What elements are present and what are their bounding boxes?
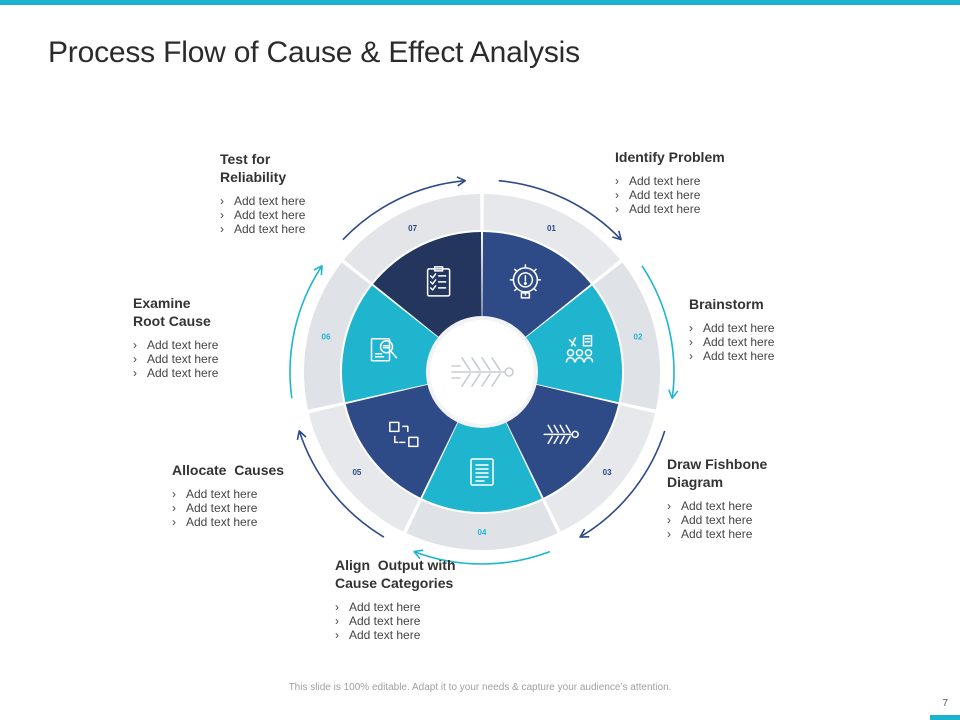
bullet: Add text here — [133, 352, 218, 366]
bullet: Add text here — [667, 499, 767, 513]
step-title: Brainstorm — [689, 296, 764, 312]
ring-segment — [344, 194, 481, 283]
cycle-arrow — [641, 265, 675, 399]
cycle-arrow — [579, 430, 666, 538]
ring-segment — [308, 405, 420, 532]
bullet: Add text here — [172, 501, 284, 515]
ring-segment — [406, 500, 558, 550]
slide-title: Process Flow of Cause & Effect Analysis — [48, 36, 580, 69]
process-wedge — [345, 384, 459, 498]
process-wedge — [422, 420, 542, 513]
cycle-arrow — [413, 550, 551, 565]
flow-boxes-icon — [389, 421, 419, 448]
step-allocate-causes: Allocate Causes Add text hereAdd text he… — [172, 461, 284, 529]
cycle-arrow — [298, 430, 385, 538]
bullet: Add text here — [615, 188, 725, 202]
arrow-head-icon — [313, 265, 323, 276]
bullet: Add text here — [667, 513, 767, 527]
bullet: Add text here — [335, 600, 456, 614]
cycle-arrow — [498, 179, 622, 241]
step-brainstorm: Brainstorm Add text hereAdd text hereAdd… — [689, 295, 774, 363]
bullet: Add text here — [667, 527, 767, 541]
bottom-accent-bar — [930, 715, 960, 720]
process-wedge — [342, 285, 440, 403]
arrow-head-icon — [296, 430, 307, 441]
step-number: 04 — [478, 528, 487, 537]
page-number: 7 — [942, 698, 948, 709]
team-idea-icon — [565, 334, 594, 363]
bullet: Add text here — [689, 335, 774, 349]
arrow-head-icon — [413, 549, 424, 560]
step-number: 03 — [603, 468, 612, 477]
bullet: Add text here — [220, 208, 305, 222]
bullet: Add text here — [615, 174, 725, 188]
step-number: 06 — [322, 332, 331, 341]
ring-segment — [304, 262, 371, 410]
bullet: Add text here — [335, 614, 456, 628]
bullet: Add text here — [220, 194, 305, 208]
step-number: 02 — [634, 332, 643, 341]
fishbone-icon — [543, 424, 579, 445]
cycle-arrow — [342, 179, 466, 241]
step-title: Identify Problem — [615, 149, 725, 165]
ring-segment — [544, 405, 656, 532]
gear-bulb-icon — [509, 264, 542, 299]
arrow-head-icon — [612, 230, 622, 241]
top-accent-bar — [0, 0, 960, 5]
bullet: Add text here — [615, 202, 725, 216]
magnify-document-icon — [370, 337, 398, 362]
cycle-arrow — [289, 265, 323, 399]
checklist-icon — [426, 266, 451, 297]
footer-note: This slide is 100% editable. Adapt it to… — [288, 682, 672, 693]
ring-segment — [483, 194, 620, 283]
document-icon — [470, 458, 494, 486]
arrow-head-icon — [456, 176, 467, 187]
arrow-head-icon — [579, 528, 590, 538]
fishbone-icon — [451, 357, 514, 387]
bullet: Add text here — [133, 366, 218, 380]
outer-ring — [304, 194, 661, 550]
step-title: Allocate Causes — [172, 462, 285, 478]
bullet: Add text here — [133, 338, 218, 352]
bullet: Add text here — [689, 349, 774, 363]
bullet: Add text here — [172, 515, 284, 529]
step-number: 01 — [547, 224, 556, 233]
arrow-head-icon — [668, 389, 679, 400]
bullet: Add text here — [220, 222, 305, 236]
bullet: Add text here — [335, 628, 456, 642]
step-identify-problem: Identify Problem Add text hereAdd text h… — [615, 148, 725, 216]
step-number: 05 — [352, 468, 361, 477]
cycle-arrows — [289, 176, 679, 565]
step-numbers: 01 02 03 04 05 06 07 — [322, 224, 643, 537]
ring-segment — [593, 262, 661, 410]
step-number: 07 — [408, 224, 417, 233]
bullet: Add text here — [689, 321, 774, 335]
bullet: Add text here — [172, 487, 284, 501]
